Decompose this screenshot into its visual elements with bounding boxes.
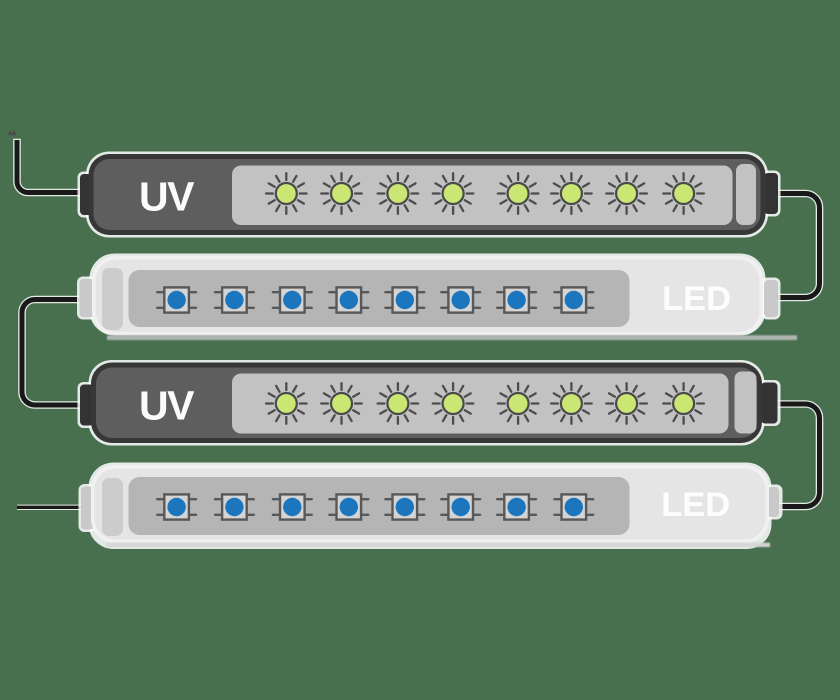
svg-text:LED: LED	[662, 280, 731, 318]
svg-text:UV: UV	[139, 383, 195, 429]
svg-text:LED: LED	[661, 486, 730, 524]
svg-text:UV: UV	[139, 174, 195, 220]
